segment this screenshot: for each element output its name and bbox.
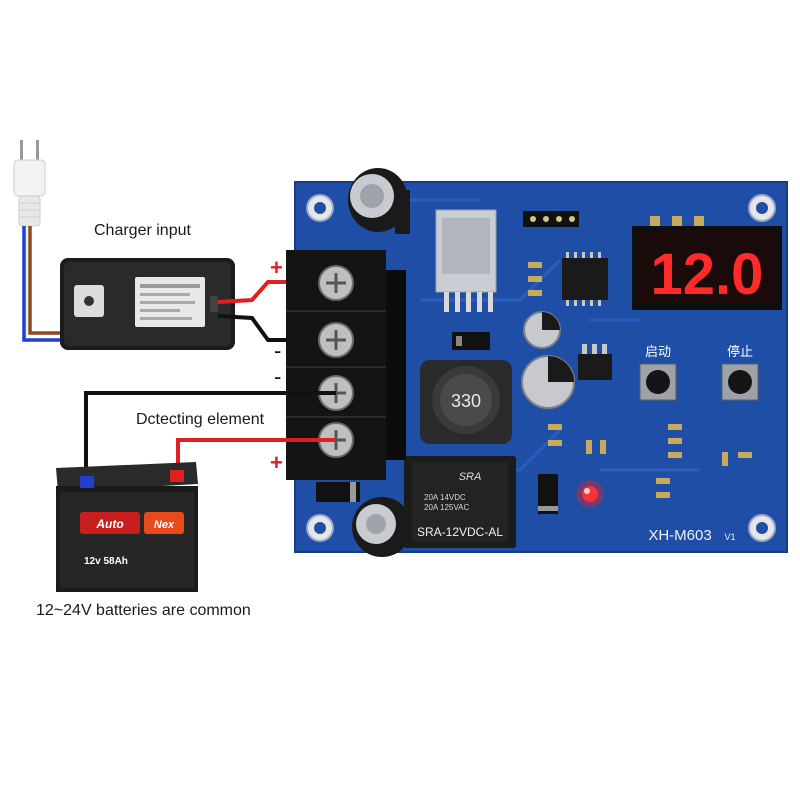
- relay-model: SRA-12VDC-AL: [417, 525, 503, 539]
- seven-segment-display: 12.0: [632, 226, 782, 310]
- battery-spec: 12v 58Ah: [84, 556, 128, 567]
- relay-rating-1: 20A 14VDC: [424, 493, 466, 502]
- inductor-code: 330: [451, 391, 481, 411]
- battery-brand-left: Auto: [95, 517, 123, 531]
- pcb-board: 330 SRA 20A 14VDC 20A 125VAC SRA-12VDC-A…: [286, 168, 788, 557]
- board-version: V1: [724, 532, 735, 542]
- charger-input-label: Charger input: [94, 222, 191, 239]
- power-plug-icon: [13, 140, 70, 342]
- terminal-block: [286, 250, 406, 480]
- start-button-label: 启动: [645, 344, 671, 359]
- relay: SRA 20A 14VDC 20A 125VAC SRA-12VDC-AL: [404, 456, 516, 548]
- board-model: XH-M603: [648, 527, 711, 544]
- start-button[interactable]: 启动: [639, 344, 677, 401]
- terminal-minus-mid: -: [274, 338, 281, 363]
- batteries-caption: 12~24V batteries are common: [36, 602, 251, 619]
- terminal-plus-bottom: +: [270, 450, 283, 475]
- battery-brand-right: Nex: [154, 519, 175, 531]
- terminal-plus-top: +: [270, 255, 283, 280]
- terminal-minus-low: -: [274, 364, 281, 389]
- stop-button[interactable]: 停止: [721, 344, 759, 401]
- charger-adapter-icon: [60, 258, 235, 350]
- relay-rating-2: 20A 125VAC: [424, 503, 469, 512]
- large-capacitor-top: [348, 168, 410, 234]
- display-value: 12.0: [651, 242, 764, 307]
- battery-wires: [84, 391, 336, 478]
- relay-brand: SRA: [459, 471, 482, 483]
- detecting-element-label: Dctecting element: [136, 411, 265, 428]
- large-capacitor-bottom: [352, 497, 412, 557]
- car-battery-icon: Auto Nex 12v 58Ah: [56, 462, 198, 592]
- inductor: 330: [420, 360, 512, 444]
- stop-button-label: 停止: [727, 344, 753, 359]
- status-led: [576, 480, 604, 508]
- capacitor: [521, 311, 575, 409]
